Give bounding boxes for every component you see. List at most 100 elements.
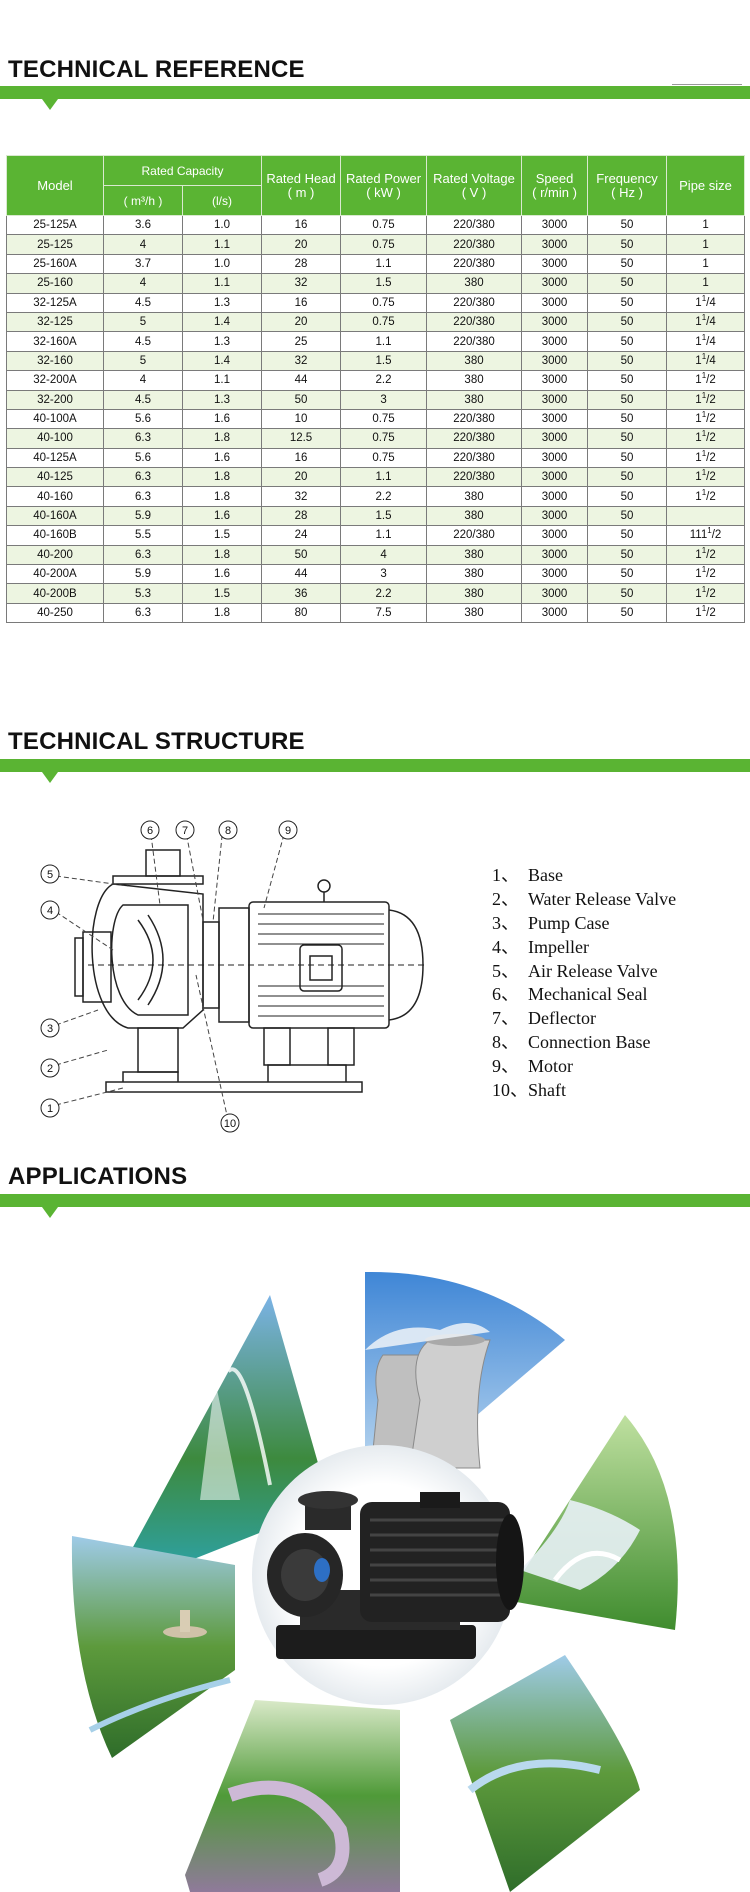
cell-capacity-m3h: 6.3 <box>103 486 183 507</box>
section-bar-notch <box>42 1207 58 1218</box>
cell-rated-head: 24 <box>261 525 342 546</box>
cell-capacity-ls: 1.4 <box>181 311 263 333</box>
cell-capacity-ls: 1.6 <box>181 564 263 585</box>
cell-rated-power: 3 <box>340 564 428 585</box>
cell-capacity-ls: 1.5 <box>181 525 263 546</box>
cell-rated-power: 4 <box>340 544 428 566</box>
cell-rated-voltage: 380 <box>426 583 523 604</box>
cell-frequency: 50 <box>587 564 668 585</box>
cell-frequency: 50 <box>587 505 668 527</box>
cell-capacity-ls: 1.8 <box>181 602 263 624</box>
cell-capacity-m3h: 6.3 <box>103 467 183 488</box>
section-bar <box>0 1194 750 1207</box>
cell-pipe-size: 1111/2 <box>666 525 746 546</box>
cell-capacity-ls: 1.6 <box>181 408 263 430</box>
legend-label: Deflector <box>528 1008 596 1029</box>
cell-frequency: 50 <box>587 331 668 352</box>
cell-rated-power: 1.1 <box>340 467 428 488</box>
cell-rated-power: 0.75 <box>340 447 428 469</box>
legend-label: Pump Case <box>528 912 610 933</box>
header-rated-capacity: Rated Capacity <box>102 155 263 186</box>
cell-model: 40-160 <box>6 486 104 507</box>
cell-rated-voltage: 220/380 <box>426 234 523 255</box>
cell-model: 40-100A <box>6 408 104 430</box>
cell-speed: 3000 <box>521 505 589 527</box>
legend-number: 3、 <box>492 912 519 933</box>
cell-rated-head: 16 <box>261 447 342 469</box>
cell-rated-head: 25 <box>261 331 342 352</box>
cell-rated-head: 50 <box>261 544 342 566</box>
cell-rated-voltage: 220/380 <box>426 408 523 430</box>
legend-label: Mechanical Seal <box>528 984 648 1005</box>
cell-rated-head: 44 <box>261 564 342 585</box>
legend-item: 4、Impeller <box>492 936 676 960</box>
legend-label: Water Release Valve <box>528 888 677 909</box>
legend-item: 7、 Deflector <box>492 1007 676 1031</box>
callout-6: 6 <box>140 820 160 840</box>
cell-model: 40-250 <box>6 602 104 624</box>
cell-speed: 3000 <box>521 583 589 604</box>
svg-text:8: 8 <box>225 825 231 837</box>
cell-rated-power: 1.5 <box>340 273 428 294</box>
cell-speed: 3000 <box>521 253 589 275</box>
svg-text:4: 4 <box>47 905 53 917</box>
cell-rated-head: 28 <box>261 253 342 275</box>
cell-model: 32-125A <box>6 292 104 313</box>
cell-model: 32-125 <box>6 311 104 333</box>
cell-pipe-size: 11/4 <box>666 292 746 313</box>
cell-rated-head: 50 <box>261 389 342 410</box>
cell-rated-voltage: 380 <box>426 602 523 624</box>
svg-text:5: 5 <box>47 869 53 881</box>
cell-frequency: 50 <box>587 370 668 391</box>
cell-pipe-size: 11/2 <box>666 428 746 449</box>
cell-speed: 3000 <box>521 544 589 566</box>
spec-table: Model Rated Capacity Rated Head( m ) Rat… <box>6 155 746 624</box>
cell-speed: 3000 <box>521 273 589 294</box>
cell-capacity-m3h: 5.3 <box>103 583 183 604</box>
svg-text:3: 3 <box>47 1023 53 1035</box>
cell-pipe-size: 11/2 <box>666 486 746 507</box>
cell-rated-head: 20 <box>261 467 342 488</box>
header-rated-head: Rated Head( m ) <box>261 155 342 216</box>
cell-rated-voltage: 220/380 <box>426 428 523 449</box>
app-water-splash <box>505 1415 678 1630</box>
cell-capacity-m3h: 4.5 <box>103 389 183 410</box>
section-bar <box>0 86 750 99</box>
cell-frequency: 50 <box>587 350 668 372</box>
legend-number: 9、 <box>492 1056 519 1077</box>
legend-item: 6、Mechanical Seal <box>492 983 676 1007</box>
cell-rated-voltage: 220/380 <box>426 214 523 236</box>
cell-capacity-ls: 1.8 <box>181 486 263 507</box>
section-bar-notch <box>42 99 58 110</box>
header-speed: Speed( r/min ) <box>521 155 589 216</box>
title-rule <box>672 84 742 85</box>
section-bar-notch <box>42 772 58 783</box>
section-title-applications: APPLICATIONS <box>8 1163 188 1190</box>
svg-text:10: 10 <box>224 1118 236 1130</box>
cell-rated-voltage: 380 <box>426 350 523 372</box>
legend-number: 7、 <box>492 1008 519 1029</box>
cell-capacity-ls: 1.1 <box>181 370 263 391</box>
cell-rated-power: 3 <box>340 389 428 410</box>
cell-model: 40-160A <box>6 505 104 527</box>
app-lake-willow <box>450 1655 640 1892</box>
legend-label: Connection Base <box>528 1032 651 1053</box>
cell-pipe-size: 11/2 <box>666 583 746 604</box>
legend-number: 8、 <box>492 1032 519 1053</box>
legend-item: 9、Motor <box>492 1055 676 1079</box>
cell-rated-head: 32 <box>261 273 342 294</box>
cell-pipe-size <box>666 505 746 527</box>
cell-capacity-ls: 1.8 <box>181 544 263 566</box>
cell-model: 32-160 <box>6 350 104 372</box>
cell-capacity-ls: 1.3 <box>181 331 263 352</box>
cell-rated-power: 0.75 <box>340 214 428 236</box>
cell-model: 32-160A <box>6 331 104 352</box>
cell-rated-power: 0.75 <box>340 292 428 313</box>
cell-model: 25-125 <box>6 234 104 255</box>
